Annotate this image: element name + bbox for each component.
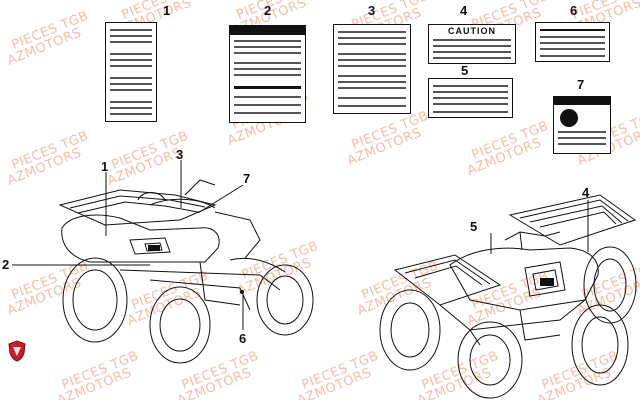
decal-7 (553, 96, 611, 154)
callout-5-top: 5 (461, 63, 469, 78)
shield-logo-icon (8, 340, 26, 362)
callout-2-top: 2 (264, 3, 272, 18)
callout-4-atv: 4 (582, 185, 590, 200)
callout-6-top: 6 (570, 3, 578, 18)
decal-6 (535, 22, 610, 62)
callout-3-top: 3 (368, 3, 376, 18)
callout-1-top: 1 (163, 3, 171, 18)
leader-lines (12, 160, 589, 330)
decal-2 (229, 25, 306, 123)
decal-3 (333, 24, 411, 114)
decal-1 (105, 22, 157, 122)
right-atv-outline (379, 194, 637, 399)
callout-1-atv: 1 (101, 159, 109, 174)
callout-3-atv: 3 (176, 147, 184, 162)
callout-7-atv: 7 (243, 171, 251, 186)
decal-5 (428, 78, 513, 118)
callout-6-atv: 6 (239, 331, 247, 346)
left-atv-outline (58, 179, 314, 364)
no-passenger-icon (560, 109, 578, 127)
callout-2-atv: 2 (2, 257, 10, 272)
caution-title: CAUTION (448, 26, 496, 36)
decal-4-caution: CAUTION (428, 24, 516, 64)
callout-5-atv: 5 (470, 219, 478, 234)
callout-4-top: 4 (460, 3, 468, 18)
callout-7-top: 7 (577, 77, 585, 92)
